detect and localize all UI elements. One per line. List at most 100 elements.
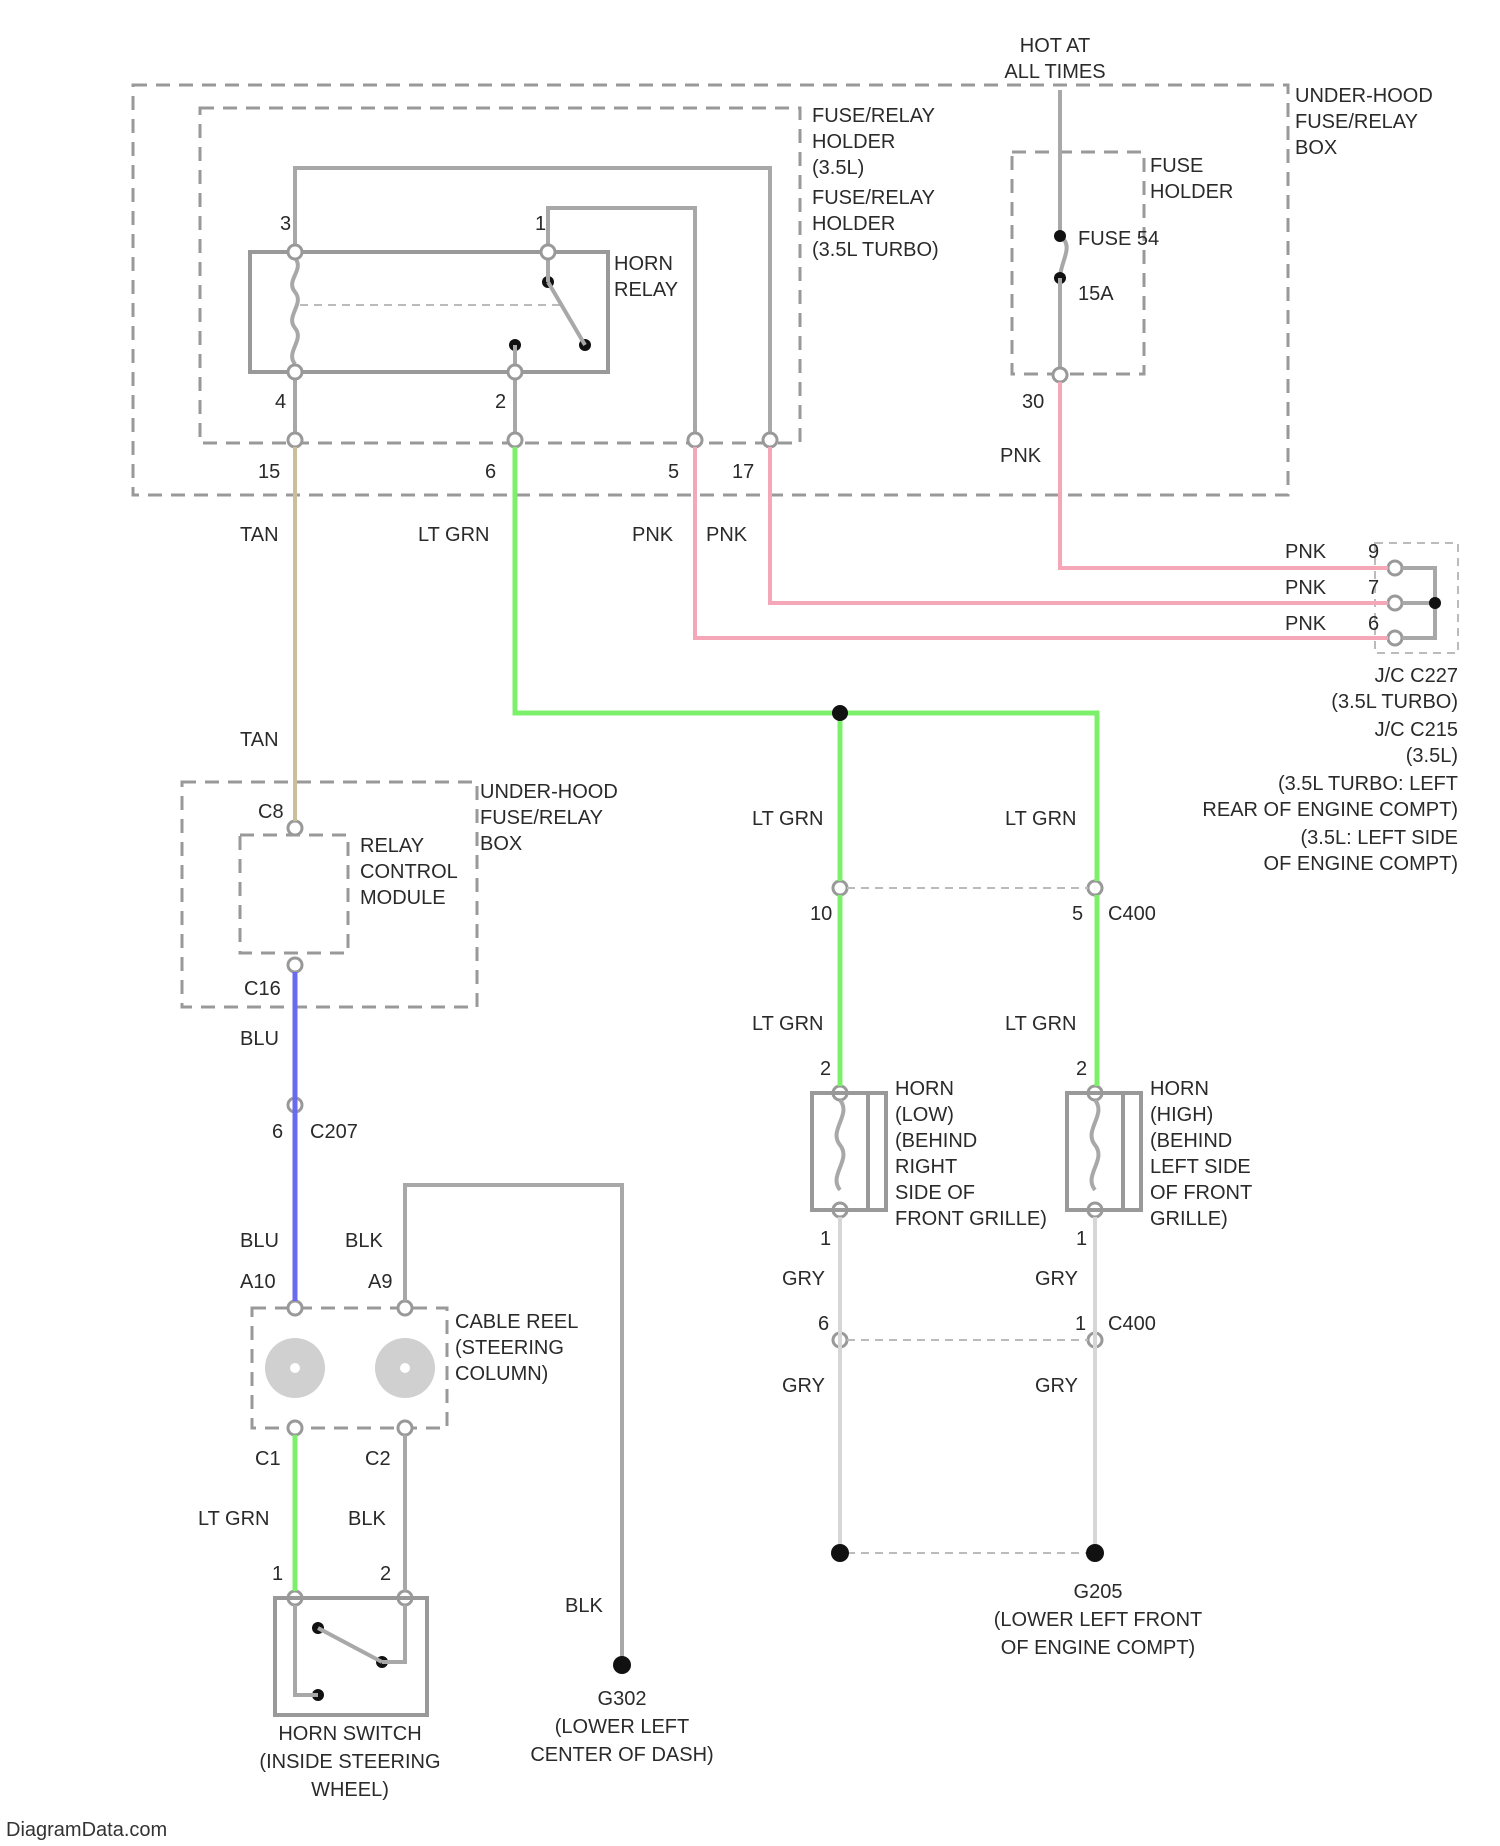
wire-label-ltgrn-2: LT GRN [752, 808, 824, 830]
horn-high-label-1: HORN [1150, 1078, 1209, 1100]
label-fuse-holder-turbo-2: HOLDER [812, 213, 895, 235]
c400b-pin-6: 6 [818, 1313, 829, 1335]
wire-label-tan: TAN [240, 524, 279, 546]
c400b-label: C400 [1108, 1313, 1156, 1335]
wire-label-pnk-1: PNK [632, 524, 674, 546]
wire-label-pnk-6: PNK [1285, 613, 1327, 635]
wire-label-ltgrn: LT GRN [418, 524, 490, 546]
label-all-times: ALL TIMES [1004, 61, 1105, 83]
label-fuse-holder-35-3: (3.5L) [812, 157, 864, 179]
g302-label-2: (LOWER LEFT [555, 1716, 689, 1738]
horn-low-label-4: RIGHT [895, 1156, 957, 1178]
pin-2: 2 [495, 391, 506, 413]
wire-label-pnk-2: PNK [706, 524, 748, 546]
label-fuse-holder-2: HOLDER [1150, 181, 1233, 203]
hh-pin-2: 2 [1076, 1058, 1087, 1080]
c207-pin: 6 [272, 1121, 283, 1143]
horn-high-label-6: GRILLE) [1150, 1208, 1228, 1230]
cable-reel-label-1: CABLE REEL [455, 1311, 578, 1333]
hl-pin-1: 1 [820, 1228, 831, 1250]
horn-high [1067, 1093, 1123, 1210]
pin-1: 1 [535, 213, 546, 235]
label-fuse-holder-35: FUSE/RELAY [812, 105, 935, 127]
horn-high-label-2: (HIGH) [1150, 1104, 1213, 1126]
wire-label-gry-2: GRY [1035, 1268, 1078, 1290]
wire-label-ltgrn-3: LT GRN [1005, 808, 1077, 830]
horn-switch-label-2: (INSIDE STEERING [259, 1751, 440, 1773]
horn-low-label-3: (BEHIND [895, 1130, 977, 1152]
pin-c8: C8 [258, 801, 284, 823]
connector-markers [288, 245, 1402, 1605]
wire-label-ltgrn-4: LT GRN [752, 1013, 824, 1035]
label-underhood-box-3: BOX [1295, 137, 1337, 159]
wire-label-ltgrn-5: LT GRN [1005, 1013, 1077, 1035]
label-underhood-box-2: FUSE/RELAY [1295, 111, 1418, 133]
pin-c2: C2 [365, 1448, 391, 1470]
pin-30: 30 [1022, 391, 1044, 413]
rcm-box-label-1: UNDER-HOOD [480, 781, 618, 803]
jc-label-5: (3.5L TURBO: LEFT [1278, 773, 1458, 795]
underhood-fuse-relay-box [133, 85, 1288, 495]
pin-5b: 5 [1072, 903, 1083, 925]
horn-high-label-4: LEFT SIDE [1150, 1156, 1251, 1178]
pin-17: 17 [732, 461, 754, 483]
pin-a9: A9 [368, 1271, 392, 1293]
rcm-box-label-2: FUSE/RELAY [480, 807, 603, 829]
g302-label-3: CENTER OF DASH) [530, 1744, 713, 1766]
label-horn-relay: HORN [614, 253, 673, 275]
wire-label-blk-2: BLK [348, 1508, 386, 1530]
label-hot-at: HOT AT [1020, 35, 1090, 57]
fuse-holder-box [1012, 152, 1144, 374]
jc-label-2: (3.5L TURBO) [1331, 691, 1458, 713]
horn-low-label-2: (LOW) [895, 1104, 954, 1126]
rcm-label-1: RELAY [360, 835, 424, 857]
rcm-label-2: CONTROL [360, 861, 458, 883]
hs-pin-1: 1 [272, 1563, 283, 1585]
g302-label-1: G302 [598, 1688, 647, 1710]
hh-pin-1: 1 [1076, 1228, 1087, 1250]
wire-label-blk-1: BLK [345, 1230, 383, 1252]
jc-label-1: J/C C227 [1375, 665, 1458, 687]
pin-4: 4 [275, 391, 286, 413]
label-fuse-holder: FUSE [1150, 155, 1203, 177]
jc-label-3: J/C C215 [1375, 719, 1458, 741]
horn-high-label-5: OF FRONT [1150, 1182, 1252, 1204]
wire-label-ltgrn-hs: LT GRN [198, 1508, 270, 1530]
label-horn-relay-2: RELAY [614, 279, 678, 301]
g205-label-3: OF ENGINE COMPT) [1001, 1637, 1195, 1659]
jc-label-7: (3.5L: LEFT SIDE [1301, 827, 1458, 849]
footer-watermark: DiagramData.com [6, 1819, 167, 1842]
label-underhood-box: UNDER-HOOD [1295, 85, 1433, 107]
wire-blk [405, 1185, 622, 1665]
pin-10: 10 [810, 903, 832, 925]
horn-low-label-6: FRONT GRILLE) [895, 1208, 1047, 1230]
pin-3: 3 [280, 213, 291, 235]
wire-label-pnk-5: PNK [1285, 577, 1327, 599]
wire-pnk-jc9 [1060, 382, 1388, 568]
pin-5: 5 [668, 461, 679, 483]
pin-6: 6 [485, 461, 496, 483]
wire-label-gry-1: GRY [782, 1268, 825, 1290]
jc-label-4: (3.5L) [1406, 745, 1458, 767]
horn-switch-label-3: WHEEL) [311, 1779, 389, 1801]
jc-pin-6: 6 [1368, 613, 1379, 635]
horn-relay [250, 252, 608, 372]
pin-c1: C1 [255, 1448, 281, 1470]
horn-switch-label-1: HORN SWITCH [278, 1723, 421, 1745]
hl-pin-2: 2 [820, 1058, 831, 1080]
horn-low-label-5: SIDE OF [895, 1182, 975, 1204]
rcm-box-label-3: BOX [480, 833, 522, 855]
wire-label-blu-2: BLU [240, 1230, 279, 1252]
rcm-inner-box [240, 835, 348, 953]
hs-pin-2: 2 [380, 1563, 391, 1585]
wire-label-pnk-3: PNK [1000, 445, 1042, 467]
c400b-pin-1: 1 [1075, 1313, 1086, 1335]
label-fuse-rating: 15A [1078, 283, 1114, 305]
horn-low [812, 1093, 868, 1210]
pin-c16: C16 [244, 978, 281, 1000]
cable-reel-label-3: COLUMN) [455, 1363, 548, 1385]
jc-label-8: OF ENGINE COMPT) [1264, 853, 1458, 875]
wire-label-gry-3: GRY [782, 1375, 825, 1397]
jc-pin-9: 9 [1368, 541, 1379, 563]
